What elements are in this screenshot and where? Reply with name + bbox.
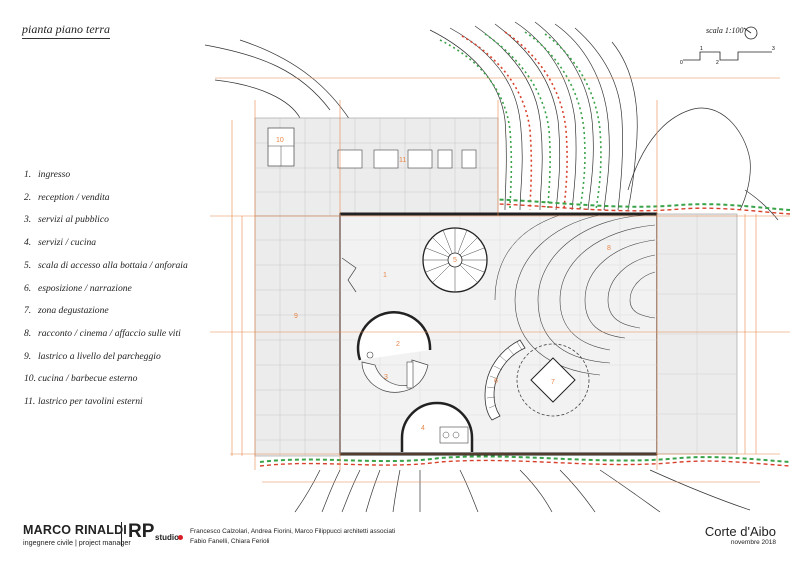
legend-item: 11.lastrico per tavolini esterni: [24, 396, 143, 408]
entrance-door: [341, 257, 357, 293]
engineer-role: ingegnere civile | project manager: [23, 538, 131, 547]
dimension-lines: [210, 77, 790, 483]
architects-line: Fabio Fanelli, Chiara Ferioli: [190, 538, 270, 545]
drawing-title: pianta piano terra: [22, 22, 111, 39]
room-number: 8: [607, 245, 611, 252]
right-terrace: [656, 213, 738, 455]
legend-list: 1.ingresso 2.reception / vendita 3.servi…: [24, 164, 188, 414]
scale-tick: 2: [716, 60, 719, 66]
studio-logo-text: studio: [155, 533, 179, 542]
room-number: 7: [551, 379, 555, 386]
scale-tick: 1: [700, 46, 703, 52]
kitchen-cylinder: [400, 401, 474, 452]
room-number: 10: [276, 137, 284, 144]
legend-item: 7.zona degustazione: [24, 305, 109, 317]
scale-label: scala 1:100: [706, 26, 744, 35]
project-name: Corte d'Aibo: [704, 524, 776, 539]
north-arrow-icon: [743, 26, 758, 40]
interior-contours: [494, 214, 656, 376]
project-date: novembre 2018: [730, 539, 776, 546]
room-number: 6: [494, 378, 498, 385]
legend-item: 8.racconto / cinema / affaccio sulle vit…: [24, 327, 181, 339]
logo-dot-icon: [178, 535, 183, 540]
studio-logo: RP: [128, 521, 155, 542]
scale-bar: [683, 51, 772, 61]
outdoor-tables: [337, 149, 477, 169]
exhibition-wall: [484, 339, 526, 421]
terrace-paving: [254, 117, 499, 457]
legend-item: 4.servizi / cucina: [24, 237, 97, 249]
barbecue-kitchen: [267, 127, 295, 167]
legend-item: 3.servizi al pubblico: [24, 214, 109, 226]
room-number: 4: [421, 425, 425, 432]
hedge-bottom-red: [259, 459, 791, 467]
room-number: 2: [396, 341, 400, 348]
room-number: 9: [294, 313, 298, 320]
engineer-name: MARCO RINALDI: [23, 523, 127, 537]
scale-tick: 0: [680, 60, 683, 66]
scale-tick: 3: [772, 46, 775, 52]
reception-cylinder: [356, 311, 432, 393]
spiral-staircase: [422, 227, 488, 293]
legend-item: 9.lastrico a livello del parcheggio: [24, 350, 161, 362]
legend-item: 10.cucina / barbecue esterno: [24, 373, 138, 385]
room-number: 1: [383, 272, 387, 279]
room-number: 5: [453, 257, 457, 264]
legend-item: 1.ingresso: [24, 169, 71, 180]
hedge-bottom: [259, 455, 791, 463]
terrain-contours-bottom: [294, 469, 751, 513]
footer-divider: [121, 522, 122, 546]
vineyard-rows: [439, 31, 602, 211]
room-number: 11: [399, 157, 406, 164]
room-number: 3: [384, 374, 388, 381]
terrain-contours: [204, 21, 779, 221]
legend-item: 2.reception / vendita: [24, 191, 110, 203]
tasting-zone: [516, 343, 590, 417]
legend-item: 6.esposizione / narrazione: [24, 282, 132, 294]
architects-line: Francesco Calzolari, Andrea Fiorini, Mar…: [190, 528, 396, 535]
legend-item: 5.scala di accesso alla bottaia / anfora…: [24, 259, 188, 271]
